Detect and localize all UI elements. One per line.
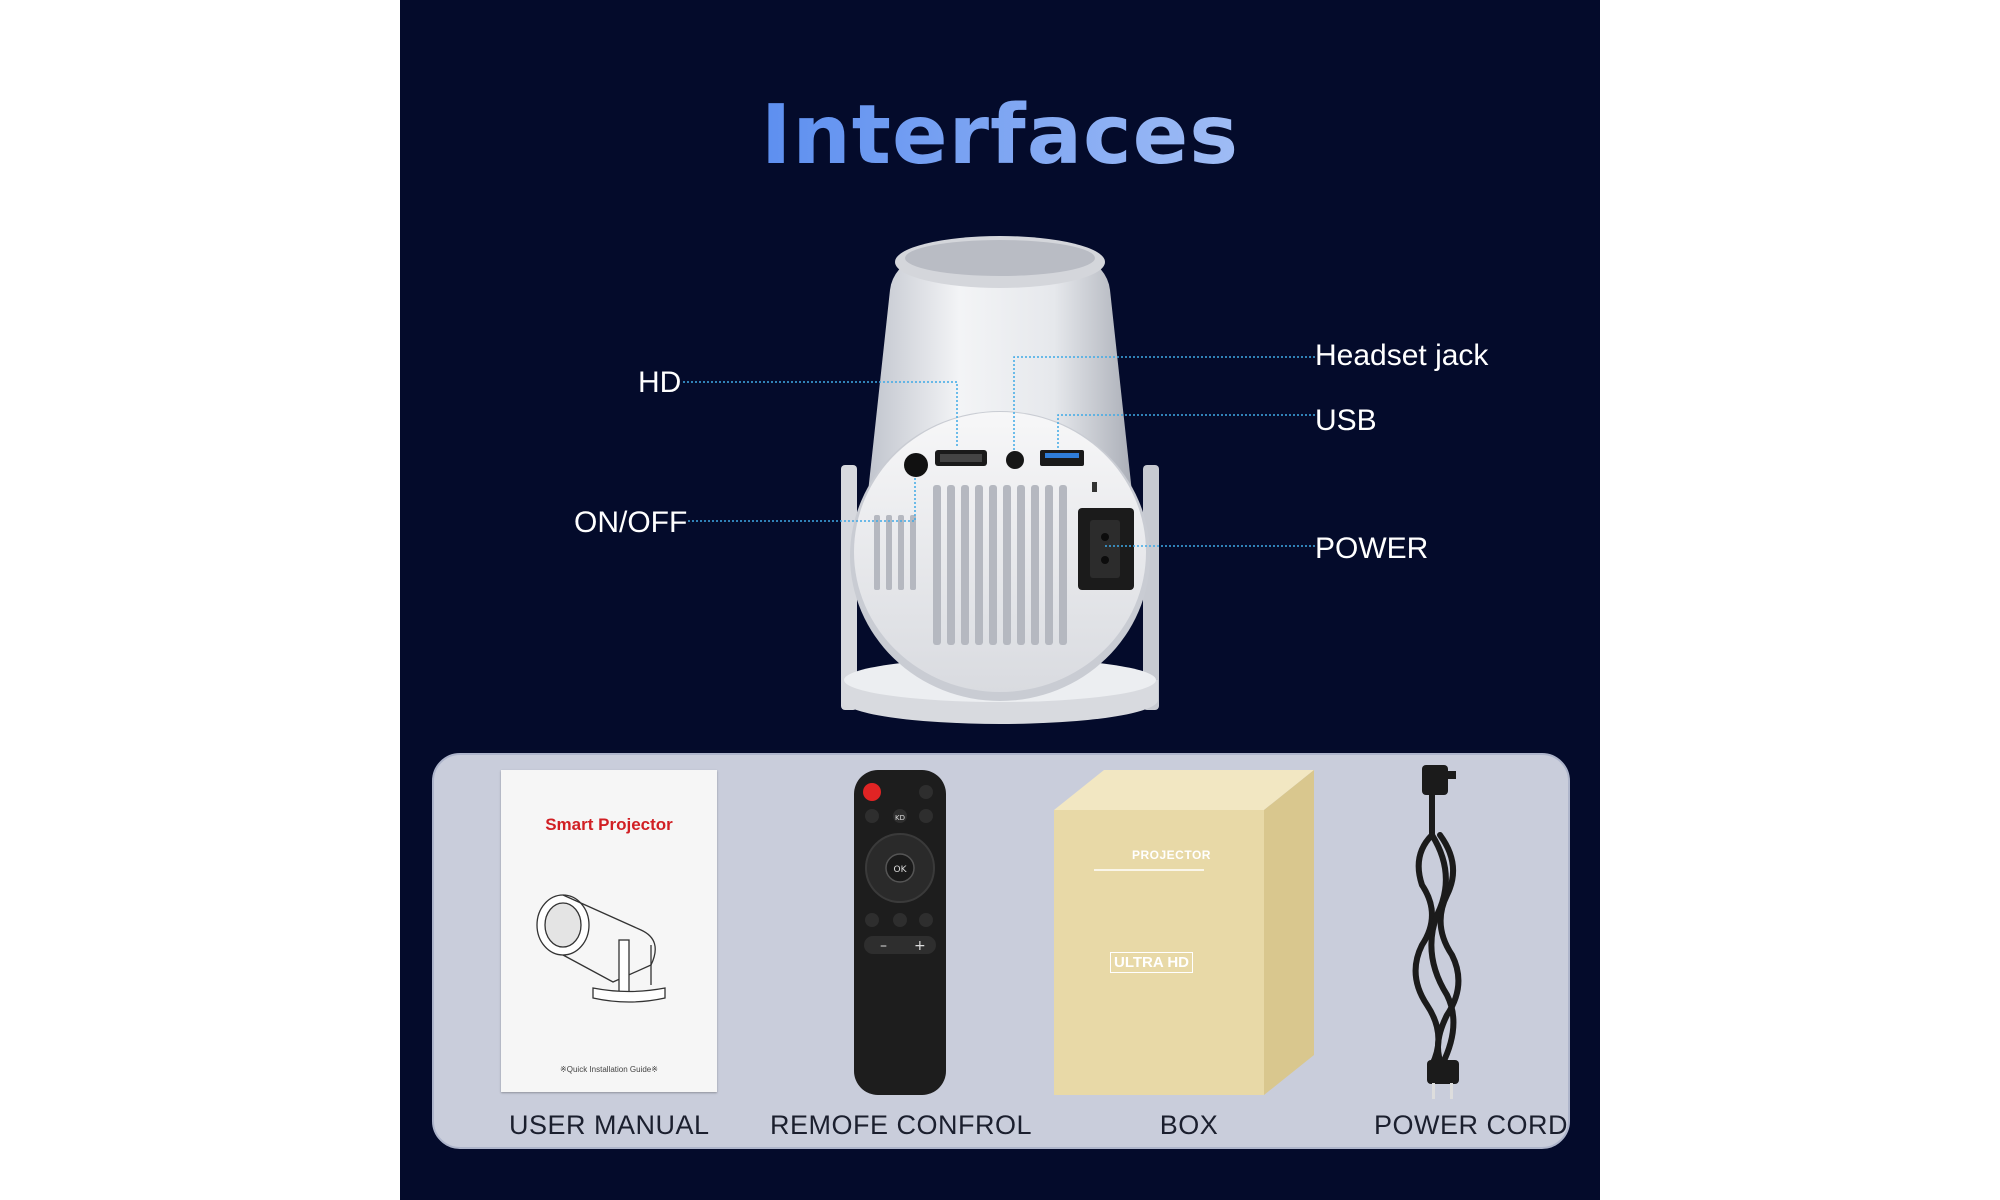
power-cord-image xyxy=(1412,765,1462,1099)
headset-leader xyxy=(1013,356,1315,450)
projector-ports xyxy=(904,450,1134,590)
headset-port xyxy=(1006,451,1024,469)
svg-text:–: – xyxy=(880,938,887,954)
callout-usb: USB xyxy=(1315,404,1377,437)
plug-tail xyxy=(1427,1060,1459,1084)
callout-power: POWER xyxy=(1315,532,1429,565)
product-panel: Interfaces xyxy=(400,0,1600,1200)
page-title: Interfaces xyxy=(760,88,1240,183)
manual-projector-sketch xyxy=(536,894,666,1003)
manual-footer: ※Quick Installation Guide※ xyxy=(560,1065,658,1074)
callout-on-off: ON/OFF xyxy=(574,506,688,539)
label-box: BOX xyxy=(1159,1110,1219,1140)
remote-power-icon xyxy=(863,783,881,801)
plug-head xyxy=(1422,765,1448,795)
power-button-port xyxy=(904,453,928,477)
label-remote-control: REMOFE CONFROL xyxy=(770,1110,1033,1140)
user-manual-image: Smart Projector ※Quick Installation Guid… xyxy=(501,770,717,1092)
svg-text:+: + xyxy=(914,938,926,954)
hd-leader xyxy=(683,381,958,448)
svg-text:OK: OK xyxy=(894,865,908,875)
box-badge: ULTRA HD xyxy=(1110,952,1193,973)
callout-hd: HD xyxy=(638,366,682,399)
box-image: PROJECTOR ULTRA HD xyxy=(1054,770,1314,1095)
usb-leader xyxy=(1057,414,1315,448)
box-brand: PROJECTOR xyxy=(1132,848,1211,862)
leader-lines xyxy=(683,356,1315,547)
projector-illustration xyxy=(683,236,1315,724)
svg-text:KD: KD xyxy=(895,814,905,822)
vent-grille xyxy=(874,485,1067,645)
manual-title: Smart Projector xyxy=(545,815,673,834)
callout-headset-jack: Headset jack xyxy=(1315,339,1489,372)
accessories-tray: Smart Projector ※Quick Installation Guid… xyxy=(432,753,1570,1149)
label-power-cord: POWER CORD xyxy=(1374,1110,1568,1140)
projector-body xyxy=(850,236,1150,701)
label-user-manual: USER MANUAL xyxy=(509,1110,710,1140)
remote-control-image: – + OK KD xyxy=(854,770,946,1095)
